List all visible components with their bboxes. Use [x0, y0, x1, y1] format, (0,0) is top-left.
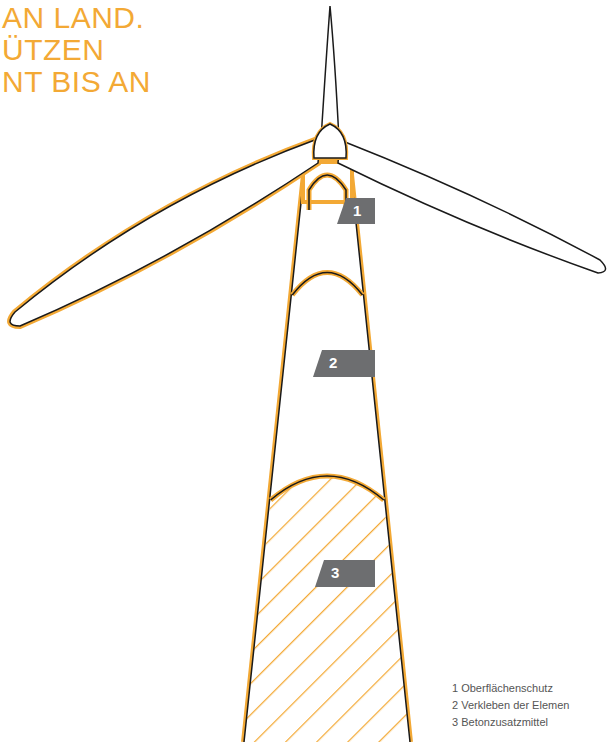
heading-line: NT BIS AN — [2, 66, 151, 98]
heading-line: AN LAND. — [2, 2, 144, 34]
legend-entry: 2 Verkleben der Elemen — [452, 698, 569, 712]
rotor-blade — [10, 138, 320, 326]
heading-line: ÜTZEN — [2, 34, 105, 66]
rotor-blade — [321, 6, 339, 140]
callout-number: 2 — [313, 350, 375, 376]
rotor-blade — [338, 140, 606, 273]
legend-entry: 1 Oberflächenschutz — [452, 681, 553, 695]
callout-tag: 2 — [313, 350, 375, 377]
hub — [314, 124, 346, 158]
callout-tag: 3 — [315, 560, 375, 587]
section-joint — [292, 273, 362, 296]
callout-number: 3 — [315, 560, 375, 586]
section-joint — [271, 476, 384, 500]
concrete-hatch — [240, 440, 415, 742]
legend-entry: 3 Betonzusatzmittel — [452, 715, 548, 729]
